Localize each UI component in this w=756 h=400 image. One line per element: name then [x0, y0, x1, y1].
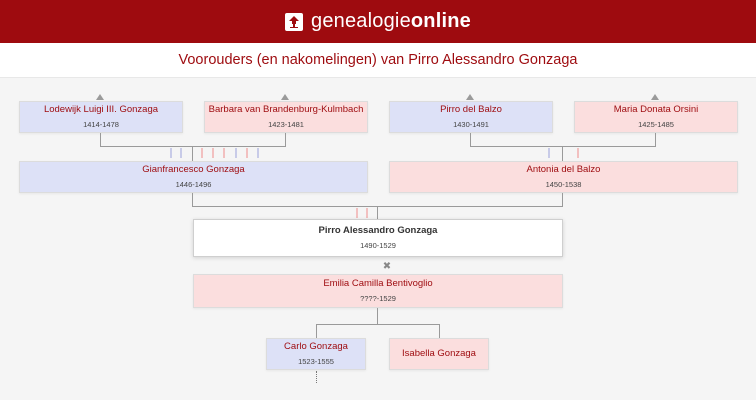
person-name: Maria Donata Orsini [613, 104, 699, 115]
sibling-marker [180, 148, 182, 158]
person-years: 1490-1529 [360, 241, 396, 250]
page-title: Voorouders (en nakomelingen) van Pirro A… [178, 52, 578, 68]
sibling-marker [356, 208, 358, 218]
person-name: Lodewijk Luigi III. Gonzaga [43, 104, 159, 115]
grandparent-card[interactable]: Maria Donata Orsini 1425-1485 [574, 101, 738, 133]
up-arrow-icon[interactable] [281, 94, 289, 100]
connector-line [100, 146, 286, 147]
person-years: 1423-1481 [268, 120, 304, 129]
person-years: 1446-1496 [175, 180, 212, 189]
focus-person-card[interactable]: Pirro Alessandro Gonzaga 1490-1529 [193, 219, 563, 257]
connector-line [192, 193, 193, 206]
up-arrow-icon[interactable] [96, 94, 104, 100]
sibling-marker [235, 148, 237, 158]
grandparent-card[interactable]: Lodewijk Luigi III. Gonzaga 1414-1478 [19, 101, 183, 133]
spouse-card[interactable]: Emilia Camilla Bentivoglio ????-1529 [193, 274, 563, 308]
parent-card[interactable]: Antonia del Balzo 1450-1538 [389, 161, 738, 193]
up-arrow-icon[interactable] [651, 94, 659, 100]
sibling-marker [223, 148, 225, 158]
person-name: Pirro del Balzo [440, 104, 502, 115]
sibling-marker [548, 148, 550, 158]
connector-line [377, 207, 378, 219]
sibling-marker [257, 148, 259, 158]
top-bar: genealogieonline [0, 0, 756, 43]
grandparent-card[interactable]: Barbara van Brandenburg-Kulmbach 1423-14… [204, 101, 368, 133]
person-years: 1430-1491 [453, 120, 489, 129]
connector-line [316, 324, 317, 338]
child-card[interactable]: Isabella Gonzaga [389, 338, 489, 370]
connector-line [562, 193, 563, 206]
connector-line [285, 133, 286, 146]
connector-line [470, 133, 471, 146]
connector-line [470, 146, 656, 147]
connector-line [100, 133, 101, 146]
person-years: 1523-1555 [298, 357, 334, 366]
person-name: Antonia del Balzo [526, 164, 601, 175]
sibling-marker [201, 148, 203, 158]
connector-line [562, 147, 563, 161]
connector-line [192, 206, 563, 207]
person-name: Carlo Gonzaga [284, 341, 348, 352]
person-years: 1414-1478 [83, 120, 119, 129]
tree-logo-icon [285, 12, 304, 31]
sibling-marker [366, 208, 368, 218]
grandparent-card[interactable]: Pirro del Balzo 1430-1491 [389, 101, 553, 133]
marriage-icon: ✖ [382, 261, 392, 272]
sibling-marker [246, 148, 248, 158]
connector-line [316, 324, 440, 325]
family-tree: Lodewijk Luigi III. Gonzaga 1414-1478 Ba… [0, 78, 756, 400]
connector-line [655, 133, 656, 146]
connector-line [377, 308, 378, 324]
title-bar: Voorouders (en nakomelingen) van Pirro A… [0, 43, 756, 78]
site-name: genealogieonline [311, 10, 471, 32]
person-name: Barbara van Brandenburg-Kulmbach [208, 104, 364, 115]
parent-card[interactable]: Gianfrancesco Gonzaga 1446-1496 [19, 161, 368, 193]
person-name: Gianfrancesco Gonzaga [142, 164, 245, 175]
sibling-marker [577, 148, 579, 158]
sibling-marker [212, 148, 214, 158]
connector-line [439, 324, 440, 338]
person-years: 1450-1538 [545, 180, 582, 189]
person-name: Isabella Gonzaga [402, 348, 476, 359]
up-arrow-icon[interactable] [466, 94, 474, 100]
person-years: ????-1529 [360, 294, 396, 303]
person-years: 1425-1485 [638, 120, 674, 129]
site-logo[interactable]: genealogieonline [285, 10, 471, 33]
connector-line [192, 147, 193, 161]
sibling-marker [170, 148, 172, 158]
person-name: Emilia Camilla Bentivoglio [323, 278, 433, 289]
person-name: Pirro Alessandro Gonzaga [318, 225, 438, 236]
child-card[interactable]: Carlo Gonzaga 1523-1555 [266, 338, 366, 370]
descendants-indicator[interactable] [316, 371, 317, 383]
